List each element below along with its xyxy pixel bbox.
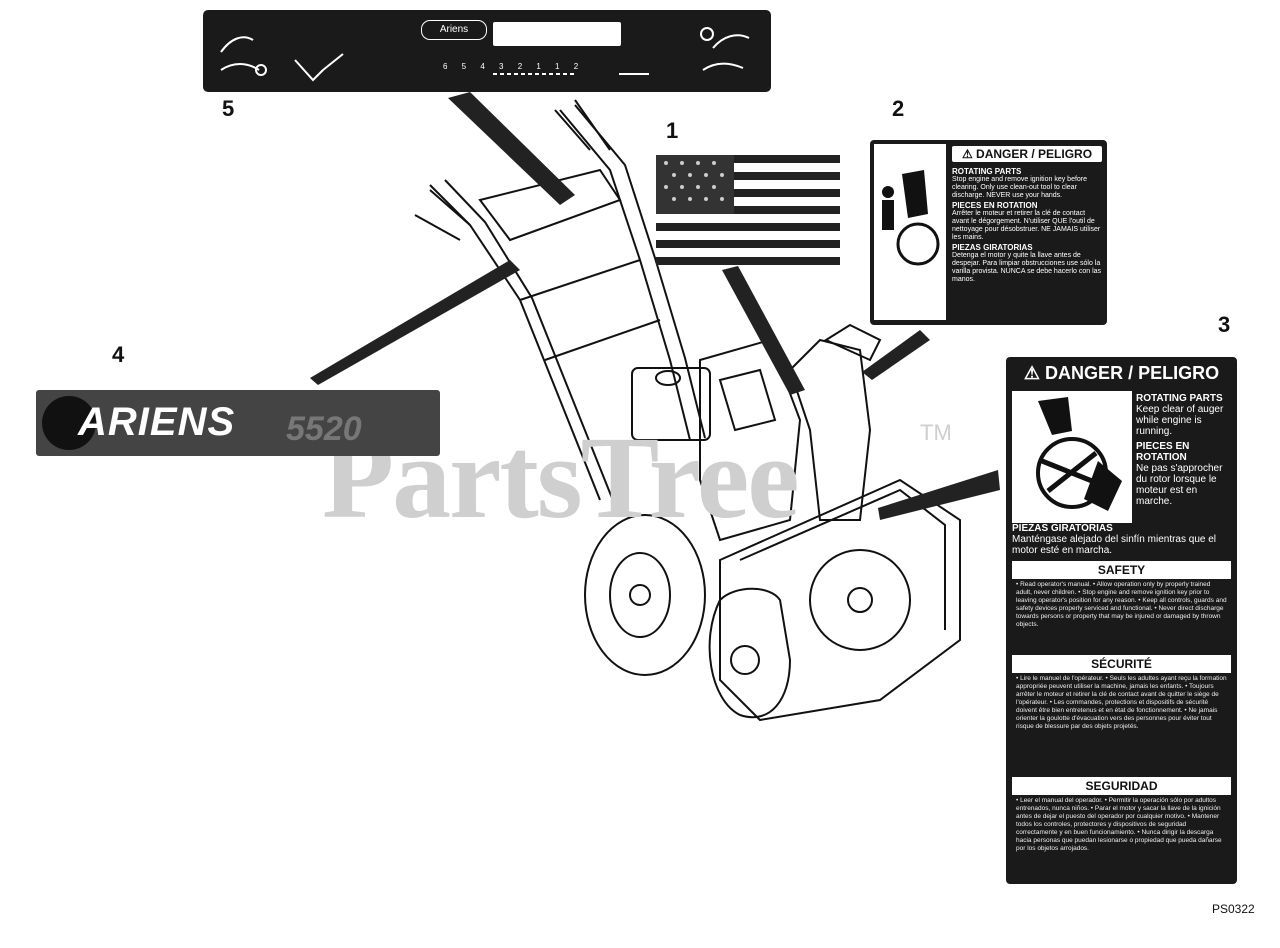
decal-2-fr-body: Arrêter le moteur et retirer la clé de c…	[952, 210, 1101, 241]
seguridad-heading: SEGURIDAD	[1012, 777, 1231, 795]
belt-cover	[708, 587, 792, 719]
speed-scale: 6 5 4 3 2 1 1 2	[443, 62, 585, 71]
wheel	[584, 514, 706, 676]
callout-4: 4	[112, 342, 125, 367]
brand-name: ARIENS	[78, 400, 236, 444]
decal-3-fr-head: PIECES EN ROTATION	[1136, 441, 1190, 463]
belt-cover-knob	[730, 645, 760, 675]
handle-grip-left-1	[414, 214, 461, 241]
swoosh-icon	[42, 396, 96, 450]
securite-body: • Lire le manuel de l'opérateur. • Seuls…	[1016, 675, 1227, 730]
decal-2-en-body: Stop engine and remove ignition key befo…	[952, 176, 1088, 199]
decal-2-fr-head: PIECES EN ROTATION	[952, 201, 1038, 210]
safety-heading: SAFETY	[1012, 561, 1231, 579]
callout-2: 2	[892, 96, 905, 121]
decal-2-text: ROTATING PARTS Stop engine and remove ig…	[952, 166, 1102, 284]
decal-2-es-head: PIEZAS GIRATORIAS	[952, 243, 1033, 252]
handle-grip-right-2	[574, 99, 611, 151]
leader-3	[878, 470, 1000, 520]
speed-selector-icons	[493, 22, 621, 46]
decal-2-en-head: ROTATING PARTS	[952, 167, 1022, 176]
crossbar	[519, 259, 641, 301]
chute-deflector	[823, 323, 882, 362]
callout-5: 5	[222, 96, 235, 121]
leader-5	[448, 92, 575, 205]
handle-grip-right-1	[554, 109, 591, 151]
wheel-hub	[629, 584, 651, 606]
decal-3-es-head: PIEZAS GIRATORIAS	[1012, 523, 1113, 534]
safety-section: SAFETY • Read operator's manual. • Allow…	[1012, 561, 1231, 631]
seguridad-body: • Leer el manual del operador. • Permiti…	[1016, 797, 1222, 852]
seguridad-section: SEGURIDAD • Leer el manual del operador.…	[1012, 777, 1231, 855]
securite-heading: SÉCURITÉ	[1012, 655, 1231, 673]
chute-hazard-pictogram	[874, 144, 946, 320]
right-handle-inner	[574, 104, 706, 439]
wheel-rim	[609, 552, 671, 638]
control-panel	[478, 168, 622, 242]
decal-3-fr-body: Ne pas s'approcher du rotor lorsque le m…	[1136, 463, 1223, 507]
decal-3-en-head: ROTATING PARTS	[1136, 393, 1223, 404]
securite-section: SÉCURITÉ • Lire le manuel de l'opérateur…	[1012, 655, 1231, 733]
decal-3-right-text: ROTATING PARTS Keep clear of auger while…	[1136, 393, 1232, 507]
trademark: TM	[920, 420, 952, 445]
brand-logo: Ariens	[421, 20, 487, 40]
auger	[809, 549, 911, 651]
engine-detail	[718, 368, 777, 432]
handle-grip-left-2	[429, 189, 471, 226]
auger-drive-icon	[220, 27, 750, 82]
fuel-tank	[631, 367, 711, 441]
leader-4	[310, 260, 520, 385]
model-number: 5520	[286, 410, 362, 448]
decal-2-es-body: Detenga el motor y quite la llave antes …	[952, 252, 1102, 283]
fuel-cap	[655, 370, 681, 386]
left-handle-inner	[444, 179, 613, 499]
safety-body: • Read operator's manual. • Allow operat…	[1016, 581, 1227, 628]
callout-3: 3	[1218, 312, 1231, 337]
decal-4-model-badge: ARIENS 5520	[36, 390, 440, 456]
decal-5-control-panel: Ariens 6 5 4 3 2 1 1 2	[203, 10, 771, 92]
leader-1	[722, 266, 805, 395]
auger-hazard-pictogram	[1012, 391, 1132, 523]
leader-2	[862, 330, 930, 380]
decal-3-es-text: PIEZAS GIRATORIAS Manténgase alejado del…	[1012, 523, 1232, 556]
decal-3-danger-safety: ⚠ DANGER / PELIGRO ROTATING PARTS Keep c…	[1006, 357, 1237, 884]
auger-housing	[719, 478, 961, 722]
decal-1-flag	[656, 155, 840, 265]
crossbar-2	[544, 319, 661, 361]
auger-hub	[847, 587, 873, 613]
decal-2-title: ⚠ DANGER / PELIGRO	[952, 146, 1102, 162]
discharge-chute	[788, 338, 872, 521]
decal-3-es-body: Manténgase alejado del sinfín mientras q…	[1012, 534, 1217, 556]
decal-2-danger: ⚠ DANGER / PELIGRO ROTATING PARTS Stop e…	[870, 140, 1107, 325]
figure-code: PS0322	[1212, 902, 1255, 916]
decal-3-en-body: Keep clear of auger while engine is runn…	[1136, 404, 1224, 437]
callout-1: 1	[666, 118, 679, 143]
decal-3-title: ⚠ DANGER / PELIGRO	[1023, 363, 1220, 383]
